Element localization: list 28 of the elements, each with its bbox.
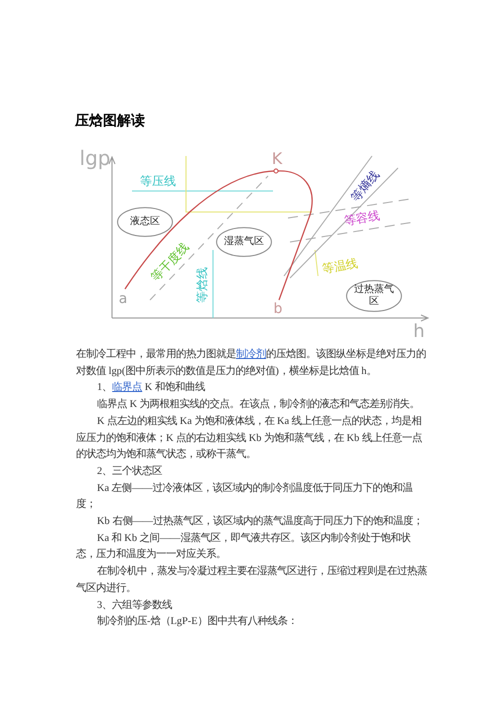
point-label: a [118,292,128,306]
page-title: 压焓图解读 [75,112,145,130]
point-label: K [272,151,282,167]
region-ellipse: 液态区 [117,207,173,237]
paragraph: K 点左边的粗实线 Ka 为饱和液体线，在 Ka 线上任意一点的状态，均是相应压力的饱和液体；K 点的右边粗实线 Kb 为饱和蒸气线，在 Kb 线上任意一点的状态均为饱和蒸气状态，或称干蒸气。 [76,414,423,462]
paragraph: 在制冷机中，蒸发与冷凝过程主要在湿蒸气区进行，压缩过程则是在过热蒸气区内进行。 [76,564,428,596]
line-label: 等容线 [343,209,381,227]
line-label: 等焓线 [196,267,208,303]
region-ellipse: 湿蒸气区 [216,227,272,257]
paragraph: Ka 左侧——过冷液体区，该区域内的制冷剂温度低于同压力下的饱和温度； [76,481,414,512]
paragraph: Kb 右侧——过热蒸气区，该区域内的蒸气温度高于同压力下的饱和温度； [96,514,424,530]
section-heading: 2、三个状态区 [96,464,164,479]
line-label: 等压线 [140,175,176,187]
paragraph: 临界点 K 为两根粗实线的交点。在该点，制冷剂的液态和气态差别消失。 [96,397,421,412]
paragraph: 制冷剂的压-焓（LgP-E）图中共有八种线条： [96,614,299,630]
axis-label: lgp [80,148,110,168]
link: 制冷剂 [236,349,266,360]
line-label: 等温线 [321,256,359,276]
link: 临界点 [112,382,142,394]
axis-label: h [413,323,425,341]
section-heading: 1、临界点 K 和饱和曲线 [96,380,206,396]
paragraph: Ka 和 Kb 之间——湿蒸气区，即气液共存区。该区内制冷剂处于饱和状态，压力和温度为一一对应关系。 [76,531,412,562]
line-label: 等干度线 [149,240,191,284]
section-heading: 3、六组等参数线 [96,598,174,613]
point-label: b [274,302,282,316]
region-ellipse: 过热蒸气区 [346,280,402,312]
paragraph: 在制冷工程中，最常用的热力图就是制冷剂的压焓图。该图纵坐标是绝对压力的对数值 lgp(图中所表示的数值是压力的绝对值)，横坐标是比焓值 h。 [76,347,427,379]
line-label: 等熵线 [348,168,382,204]
